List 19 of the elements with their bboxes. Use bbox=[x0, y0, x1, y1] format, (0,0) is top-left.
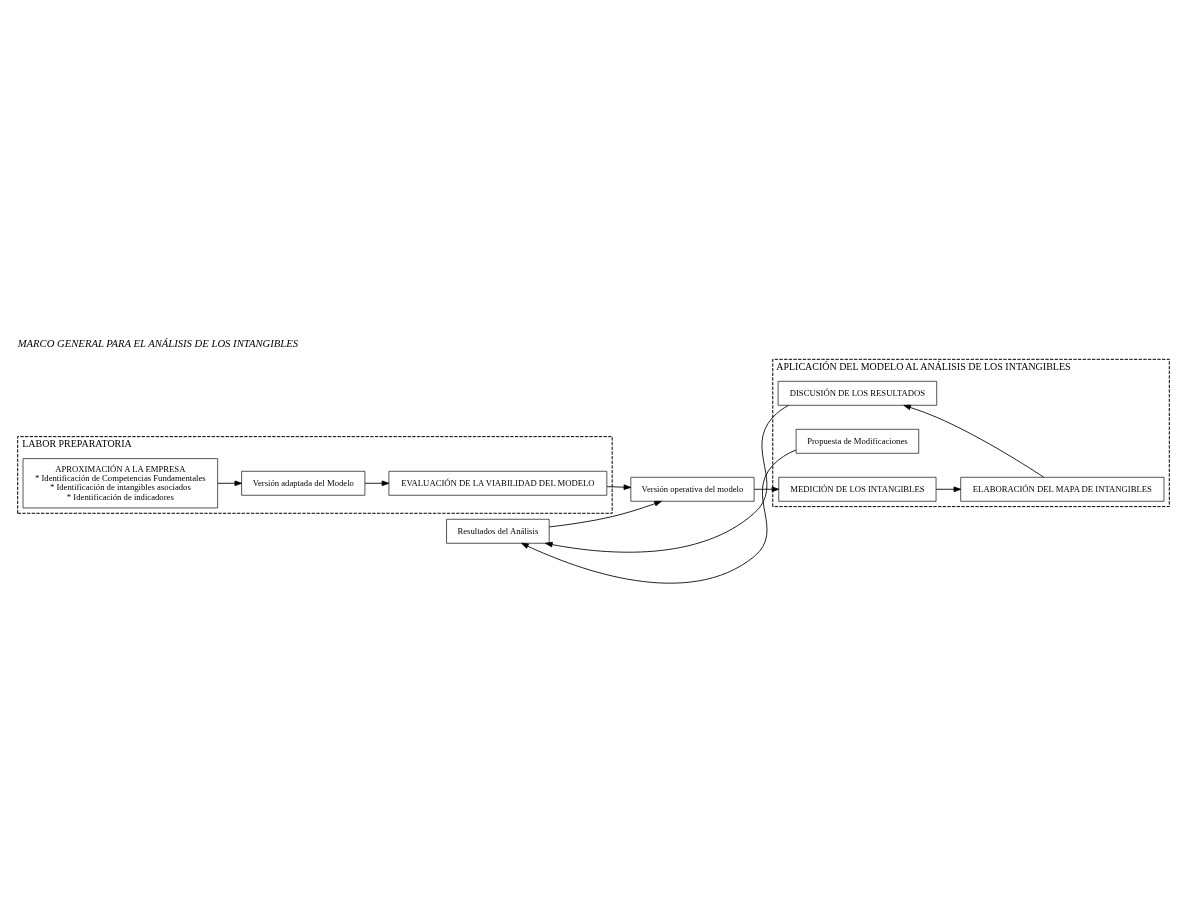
arrow bbox=[364, 480, 390, 487]
arrow bbox=[521, 449, 797, 584]
diagram-title: MARCO GENERAL PARA EL ANÁLISIS DE LOS INTANGIBLES bbox=[17, 338, 299, 350]
arrow bbox=[753, 486, 780, 493]
node-box: MEDICIÓN DE LOS INTANGIBLES bbox=[778, 476, 937, 502]
node-box: APROXIMACIÓN A LA EMPRESA * Identificación de Competencias Fundamentales * Identificación de intangibles asociados * Identificación de indicadores bbox=[22, 458, 218, 509]
node-box: Versión operativa del modelo bbox=[630, 476, 755, 502]
arrow bbox=[548, 500, 662, 528]
node-box: ELABORACIÓN DEL MAPA DE INTANGIBLES bbox=[960, 476, 1165, 502]
arrow bbox=[935, 486, 962, 493]
arrow bbox=[545, 405, 789, 553]
node-box: Versión adaptada del Modelo bbox=[241, 470, 366, 496]
arrow bbox=[606, 484, 632, 490]
node-box: Resultados del Análisis bbox=[446, 518, 550, 544]
arrow bbox=[903, 404, 1045, 478]
node-box: Propuesta de Modificaciones bbox=[795, 428, 920, 454]
arrow bbox=[217, 480, 243, 487]
node-box: DISCUSIÓN DE LOS RESULTADOS bbox=[777, 381, 938, 406]
node-box: EVALUACIÓN DE LA VIABILIDAD DEL MODELO bbox=[388, 470, 608, 496]
